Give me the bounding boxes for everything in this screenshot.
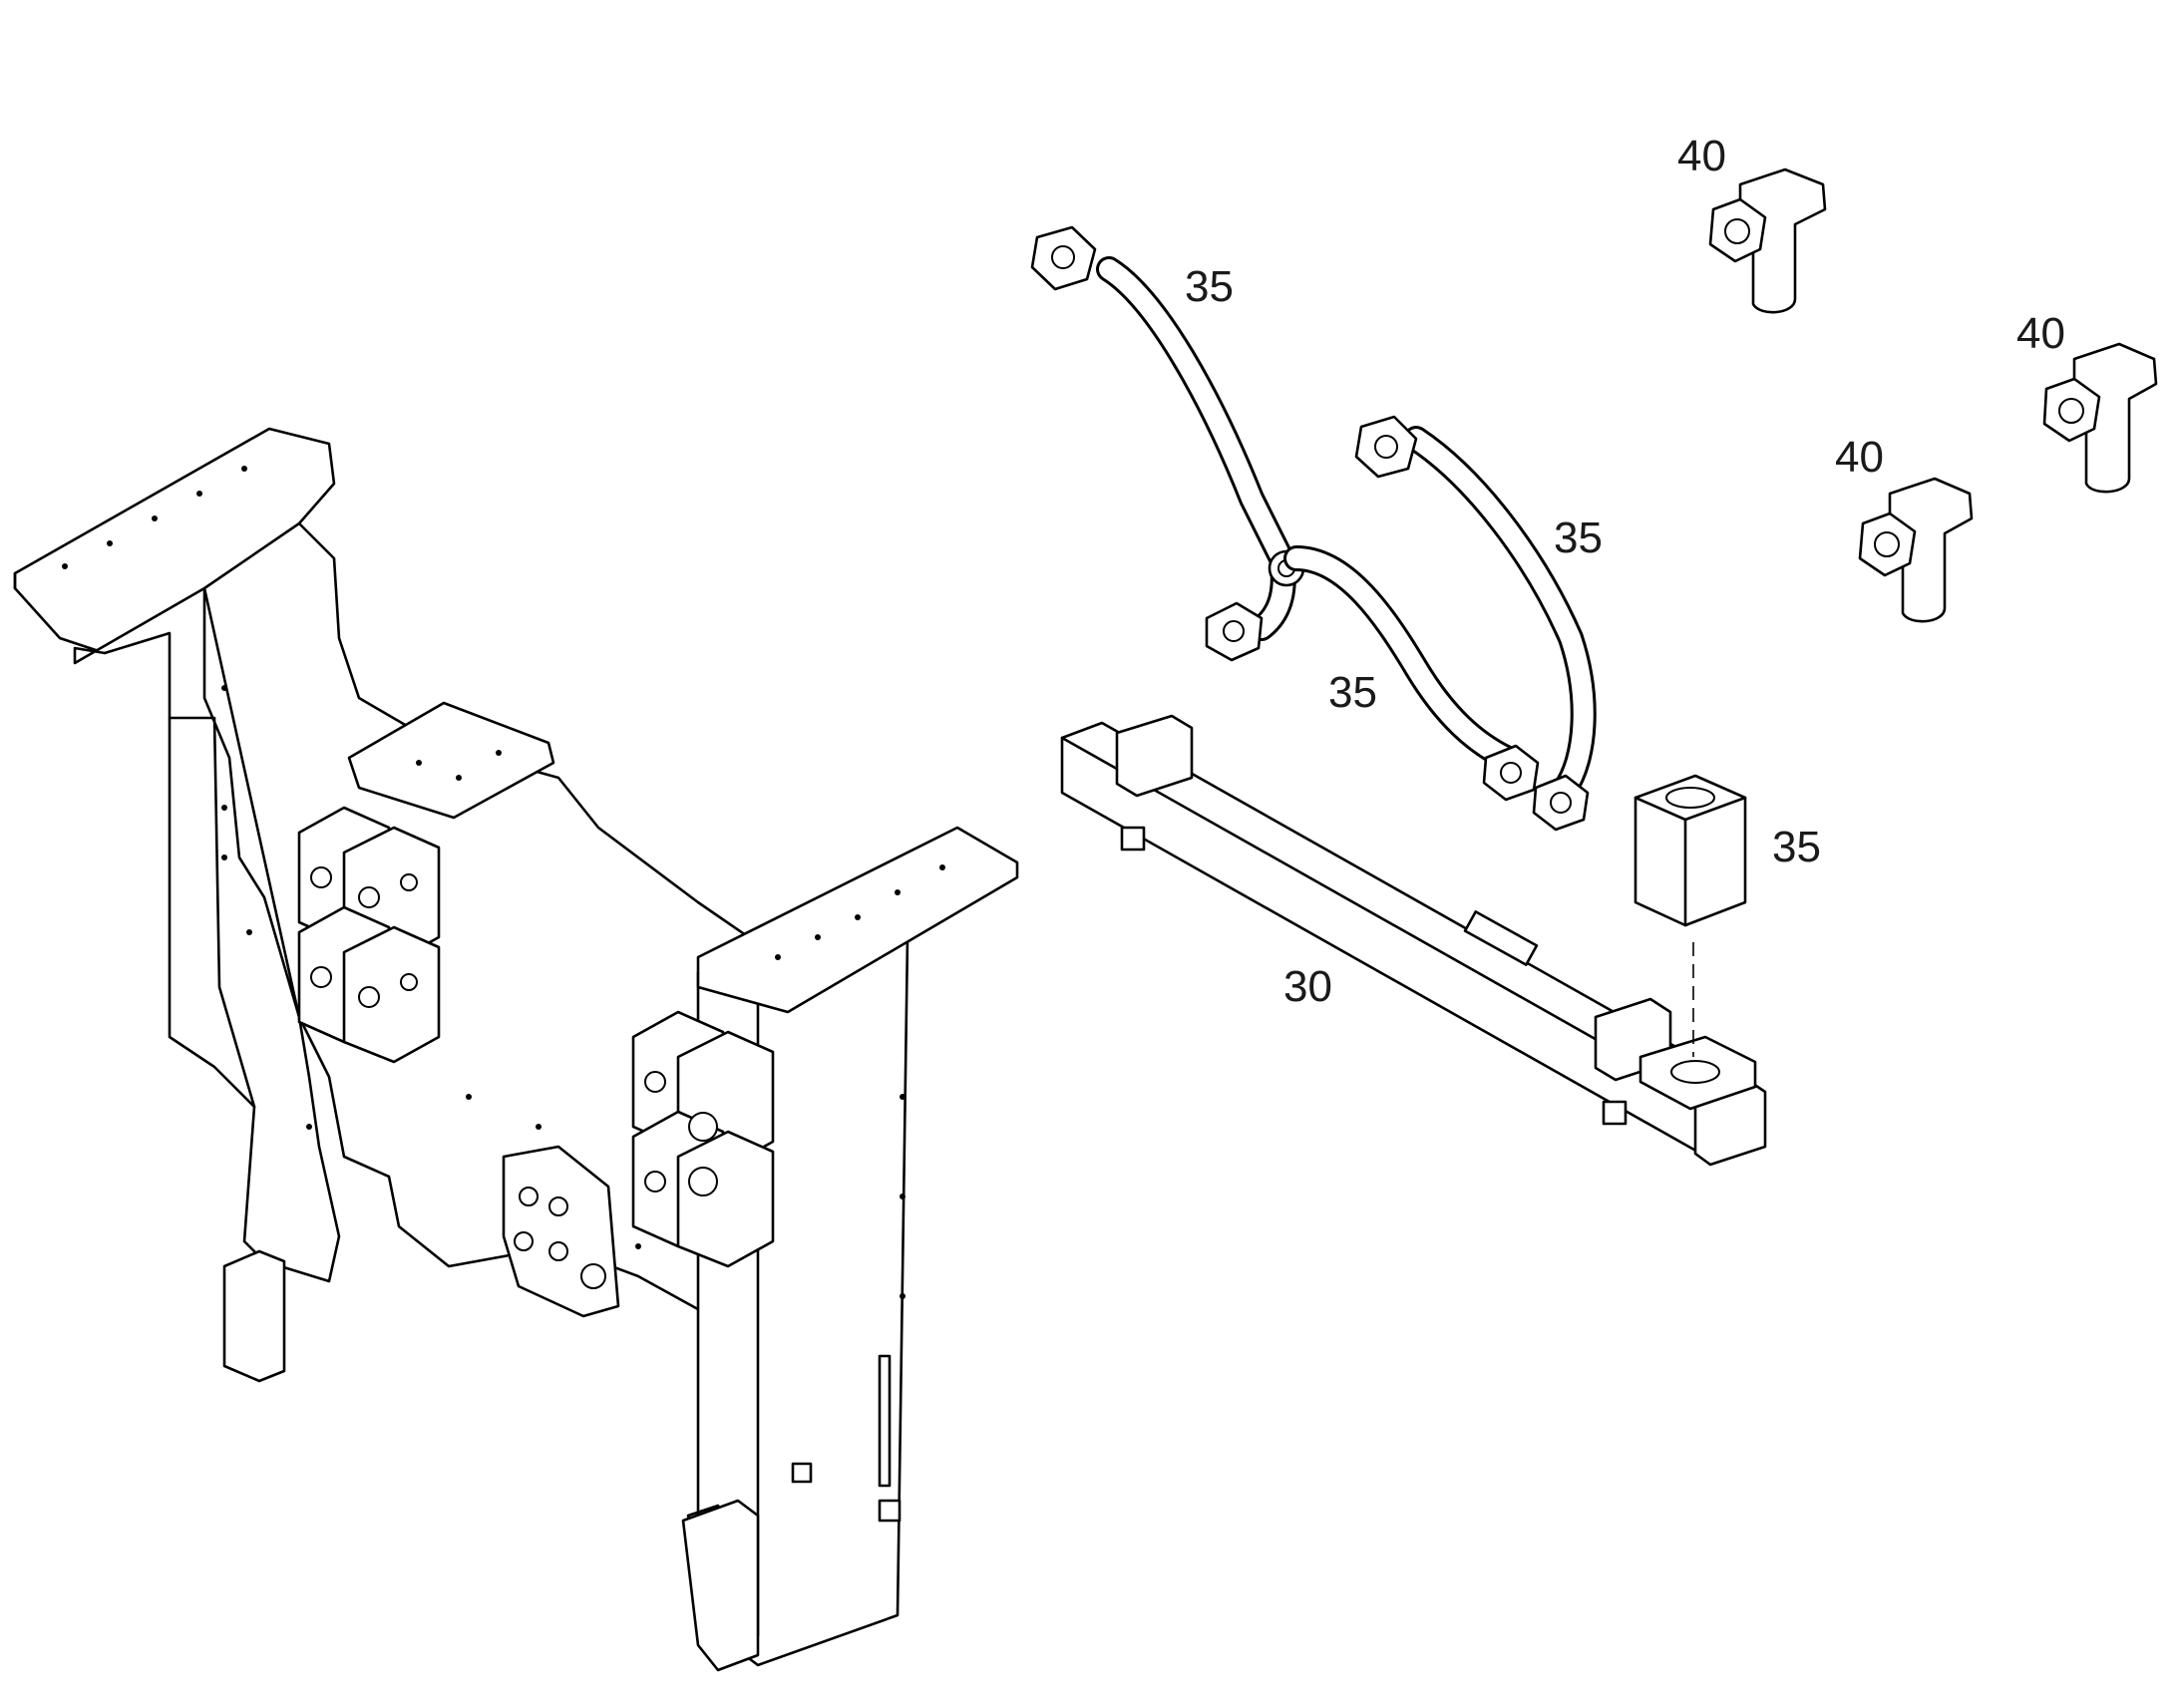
filter-middle xyxy=(1858,477,1974,623)
callout-hose-lower: 35 xyxy=(1328,668,1377,717)
frame-right-foot xyxy=(681,1499,760,1672)
valve-blocks-left xyxy=(297,806,441,1064)
crossmember-end-bracket-left xyxy=(1115,714,1194,798)
hose-lower xyxy=(1283,545,1540,802)
main-frame-assembly xyxy=(13,427,1019,1672)
callout-filter-top: 40 xyxy=(1677,132,1726,180)
frame-center-top-plate xyxy=(347,701,555,820)
hose-right xyxy=(1354,415,1597,832)
callout-hose-upper: 35 xyxy=(1185,262,1234,311)
frame-mount-holes xyxy=(62,466,945,1299)
callout-hose-right: 35 xyxy=(1554,513,1603,562)
valve-blocks-right xyxy=(631,1010,775,1268)
hose-upper xyxy=(1030,225,1305,662)
callout-crossmember: 30 xyxy=(1283,962,1332,1011)
frame-left-side xyxy=(73,586,341,1283)
filter-top xyxy=(1708,168,1827,314)
callout-block: 35 xyxy=(1772,823,1821,871)
filter-right xyxy=(2042,342,2158,494)
hydraulic-block xyxy=(1634,774,1747,1057)
frame-left-foot xyxy=(222,1249,286,1383)
crossmember xyxy=(1060,714,1767,1167)
callout-filter-right: 40 xyxy=(2016,309,2065,358)
callout-filter-middle: 40 xyxy=(1835,433,1884,482)
